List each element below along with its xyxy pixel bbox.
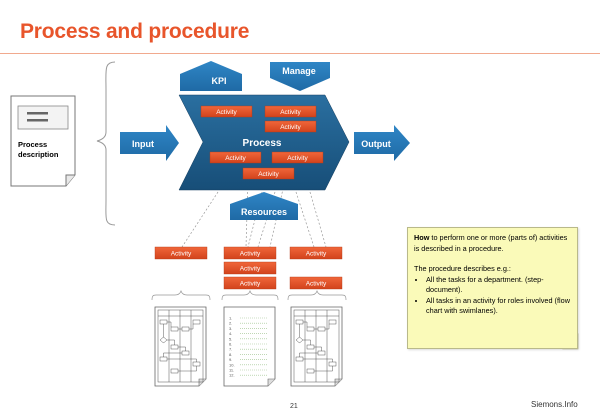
activity-label: Activity (306, 251, 327, 258)
procedure-note: How to perform one or more (parts of) ac… (407, 227, 578, 349)
note-lead-paragraph: How to perform one or more (parts of) ac… (414, 233, 571, 254)
step-document: 1.2.3.4.5.6.7.8.9.10.11.12. (223, 306, 276, 387)
manage-arrow: Manage (270, 62, 330, 91)
step-number: 1. (229, 316, 232, 321)
note-bullet: All tasks in an activity for roles invol… (426, 296, 571, 317)
activity-label: Activity (240, 266, 261, 273)
document-braces (151, 289, 347, 301)
scope-brace (96, 61, 116, 226)
step-number: 4. (229, 331, 232, 336)
activity-label: Activity (171, 251, 192, 258)
process-description-line1: Process (18, 140, 47, 149)
activity-box: Activity (264, 105, 317, 118)
input-arrow: Input (120, 125, 179, 161)
step-list: 1.2.3.4.5.6.7.8.9.10.11.12. (229, 316, 268, 378)
activity-box: Activity (289, 276, 343, 290)
swimlane-flowchart-right (290, 306, 343, 387)
page-title: Process and procedure (20, 20, 250, 43)
activity-label: Activity (225, 155, 246, 162)
kpi-label: KPI (211, 76, 226, 86)
activity-label: Activity (216, 109, 237, 116)
page-number: 21 (290, 403, 298, 410)
activity-box: Activity (223, 246, 277, 260)
output-arrow: Output (354, 125, 410, 161)
step-number: 7. (229, 347, 232, 352)
note-bullets: All the tasks for a department. (step-do… (414, 275, 571, 317)
activity-label: Activity (287, 155, 308, 162)
input-label: Input (132, 139, 154, 149)
activity-box: Activity (223, 276, 277, 290)
step-number: 10. (229, 362, 235, 367)
note-bullet: All the tasks for a department. (step-do… (426, 275, 571, 296)
process-chevron: Process (178, 94, 350, 191)
activity-label: Activity (258, 171, 279, 178)
note-lead: How (414, 233, 430, 242)
kpi-arrow: KPI (180, 61, 242, 91)
process-label: Process (243, 138, 282, 149)
process-description-line2: description (18, 150, 59, 159)
activity-box: Activity (271, 151, 324, 164)
activity-label: Activity (280, 124, 301, 131)
process-activities: Activity Activity Activity Activity Acti… (200, 105, 324, 180)
step-number: 6. (229, 342, 232, 347)
manage-label: Manage (282, 66, 316, 76)
step-number: 2. (229, 321, 232, 326)
activity-box: Activity (289, 246, 343, 260)
activity-box: Activity (209, 151, 262, 164)
note-intro: The procedure describes e.g.: (414, 264, 511, 273)
activity-label: Activity (240, 281, 261, 288)
procedure-activities: Activity Activity Activity Activity Acti… (154, 246, 343, 290)
step-number: 5. (229, 336, 232, 341)
activity-label: Activity (240, 251, 261, 258)
resources-arrow: Resources (230, 192, 298, 220)
activity-box: Activity (223, 261, 277, 275)
process-description-document: Process description (10, 95, 76, 187)
brand-logo: Siemons.Info (531, 400, 578, 409)
output-label: Output (361, 139, 391, 149)
step-number: 11. (229, 368, 234, 373)
activity-box: Activity (264, 120, 317, 133)
activity-box: Activity (242, 167, 295, 180)
activity-box: Activity (200, 105, 253, 118)
activity-box: Activity (154, 246, 208, 260)
title-divider (0, 53, 600, 54)
note-lead-rest: to perform one or more (parts of) activi… (414, 233, 568, 253)
step-number: 8. (229, 352, 232, 357)
step-number: 3. (229, 326, 232, 331)
activity-label: Activity (280, 109, 301, 116)
swimlane-flowchart-left (154, 306, 207, 387)
activity-label: Activity (306, 281, 327, 288)
step-number: 12. (229, 373, 235, 378)
step-number: 9. (229, 357, 232, 362)
resources-label: Resources (241, 207, 287, 217)
